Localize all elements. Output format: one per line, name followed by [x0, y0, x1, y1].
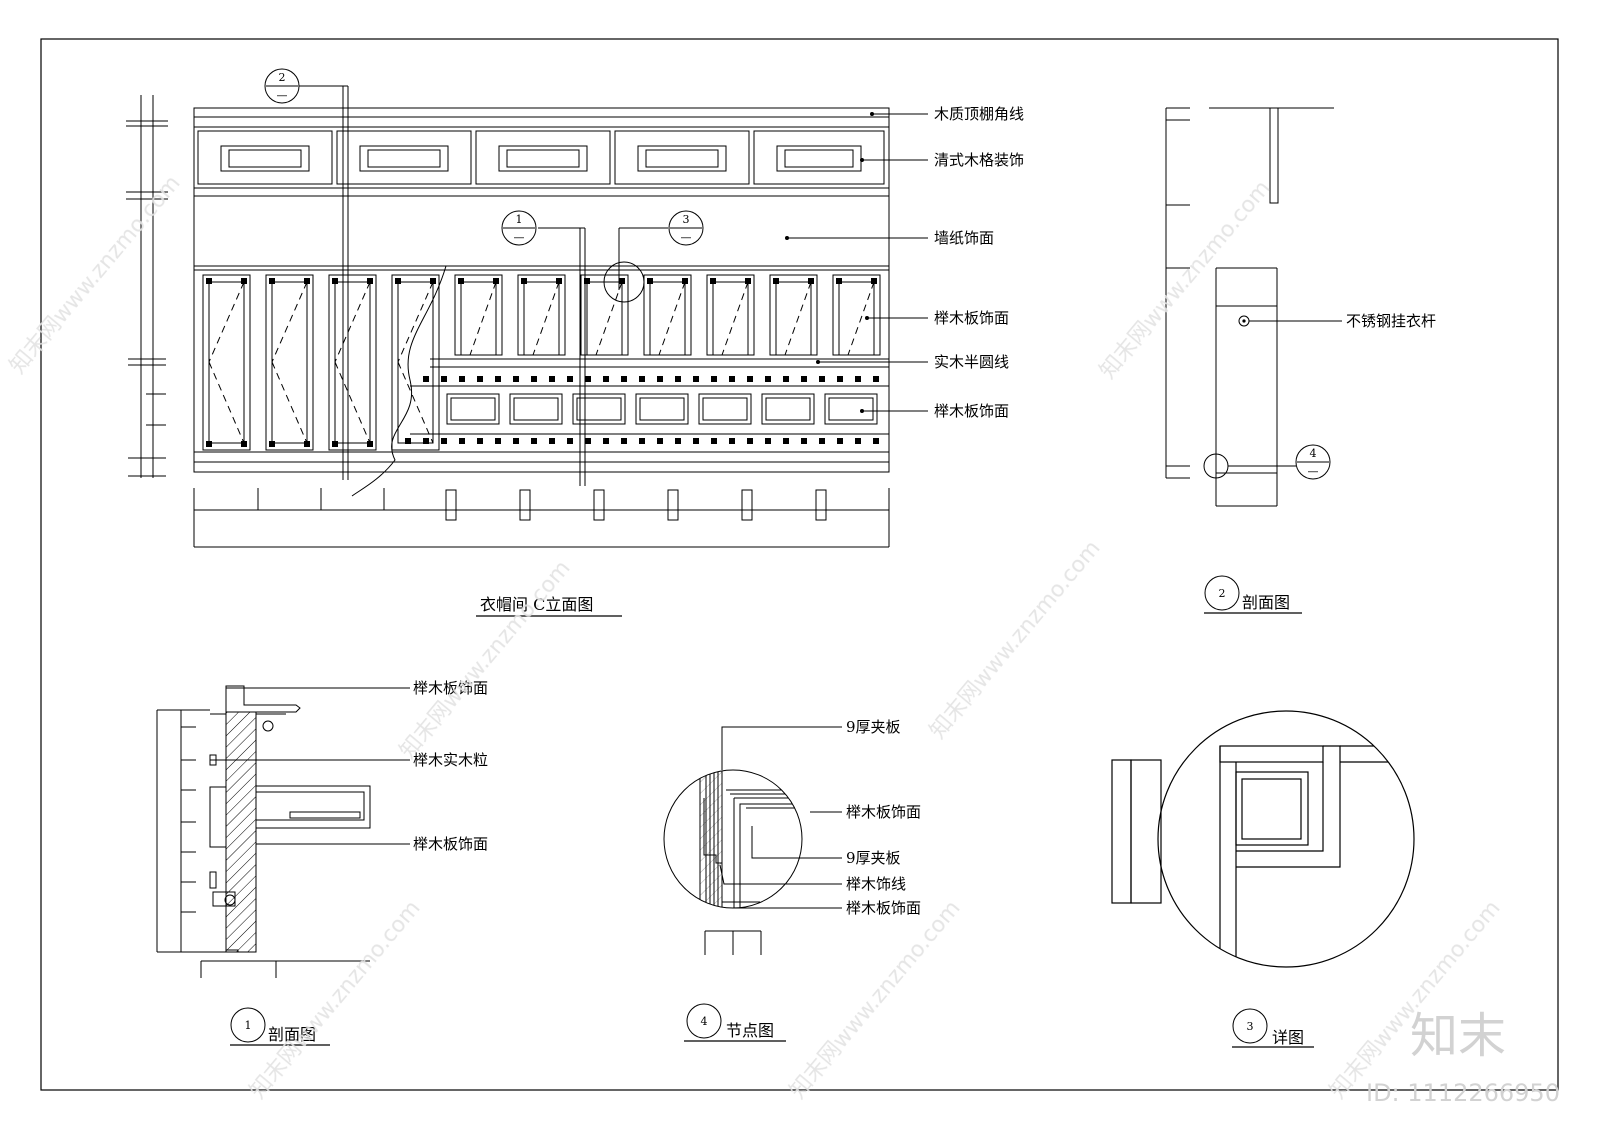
elevation-leader-dots	[785, 112, 874, 413]
watermark-logo: 知末	[1410, 1008, 1506, 1064]
sheet-border	[40, 38, 1559, 1091]
callout-ceiling-cornice: 木质顶棚角线	[934, 105, 1024, 123]
section-2-title-block: 2 剖面图	[1204, 575, 1302, 614]
detail-3-title-block: 3 详图	[1232, 1008, 1314, 1048]
section-2-title: 剖面图	[1242, 593, 1290, 612]
section-marker-1: 1 —	[501, 210, 537, 246]
callout-beech-solid: 榉木实木粒	[413, 751, 488, 769]
marker-number: 2	[279, 71, 286, 84]
elevation-drawing	[126, 85, 890, 548]
marker-number: 4	[1310, 447, 1317, 460]
marker-number: 3	[683, 213, 690, 226]
node-marker-4: 4 —	[1295, 444, 1331, 480]
title-number: 1	[245, 1019, 252, 1032]
watermark-text: 知末网www.znzmo.com	[925, 536, 1105, 744]
lattice-frieze	[197, 130, 885, 185]
hanger-rod-dot	[1242, 319, 1246, 323]
section-1-title-block: 1 剖面图	[230, 1007, 330, 1046]
title-number: 2	[1219, 587, 1226, 600]
callout-9mm-ply-top: 9厚夹板	[846, 718, 901, 736]
callout-beech-panel-lower: 榉木板饰面	[934, 402, 1009, 420]
door-swing-lines	[208, 281, 875, 444]
bead-rows	[405, 376, 879, 444]
lower-band-panels	[446, 393, 878, 425]
section-1-drawing	[156, 685, 371, 978]
detail-marker-3: 3 —	[668, 210, 704, 246]
watermark-text: 知末网www.znzmo.com	[785, 896, 965, 1104]
node-4-leaders	[719, 726, 842, 909]
marker-sub: —	[681, 231, 692, 244]
watermark-text: 知末网www.znzmo.com	[1325, 896, 1505, 1104]
node-4-title: 节点图	[726, 1021, 774, 1040]
callout-beech-panel-top: 榉木板饰面	[413, 679, 488, 697]
marker-sub: —	[1308, 465, 1319, 478]
section-marker-2: 2 —	[264, 68, 300, 104]
elevation-leaders	[787, 113, 928, 412]
section-1-leaders	[210, 687, 410, 845]
break-line	[351, 265, 447, 497]
title-number: 4	[701, 1015, 708, 1028]
watermark-text: 知末网www.znzmo.com	[245, 896, 425, 1104]
watermark-id: ID: 1112266950	[1366, 1079, 1560, 1107]
callout-beech-veneer: 榉木板饰面	[846, 803, 921, 821]
node-4-drawing	[663, 769, 803, 955]
marker-sub: —	[277, 89, 288, 102]
callout-hanger-rod: 不锈钢挂衣杆	[1346, 312, 1436, 330]
section-1-title: 剖面图	[268, 1025, 316, 1044]
watermark-layer: 知末网www.znzmo.com 知末网www.znzmo.com 知末网www…	[5, 171, 1505, 1104]
marker-sub: —	[514, 231, 525, 244]
marker-number: 1	[516, 213, 523, 226]
panel-corner-blocks	[206, 278, 877, 447]
detail-3-title: 详图	[1272, 1028, 1304, 1047]
callout-9mm-ply: 9厚夹板	[846, 849, 901, 867]
watermark-text: 知末网www.znzmo.com	[1095, 176, 1275, 384]
panel-row	[202, 274, 881, 451]
elevation-title: 衣帽间 C立面图	[480, 595, 593, 614]
watermark-text: 知末网www.znzmo.com	[5, 171, 185, 379]
watermark-text: 知末网www.znzmo.com	[395, 556, 575, 764]
node-4-title-block: 4 节点图	[684, 1003, 786, 1042]
callout-half-round: 实木半圆线	[934, 353, 1009, 371]
callout-beech-trim: 榉木饰线	[846, 875, 906, 893]
callout-beech-veneer-bottom: 榉木板饰面	[846, 899, 921, 917]
callout-beech-panel: 榉木板饰面	[934, 309, 1009, 327]
detail-3-drawing	[1111, 710, 1415, 968]
callout-lattice: 清式木格装饰	[934, 151, 1024, 169]
section-2-drawing	[1165, 107, 1334, 507]
title-number: 3	[1247, 1020, 1254, 1033]
callout-beech-panel-bottom: 榉木板饰面	[413, 835, 488, 853]
callout-wallpaper: 墙纸饰面	[934, 229, 994, 247]
